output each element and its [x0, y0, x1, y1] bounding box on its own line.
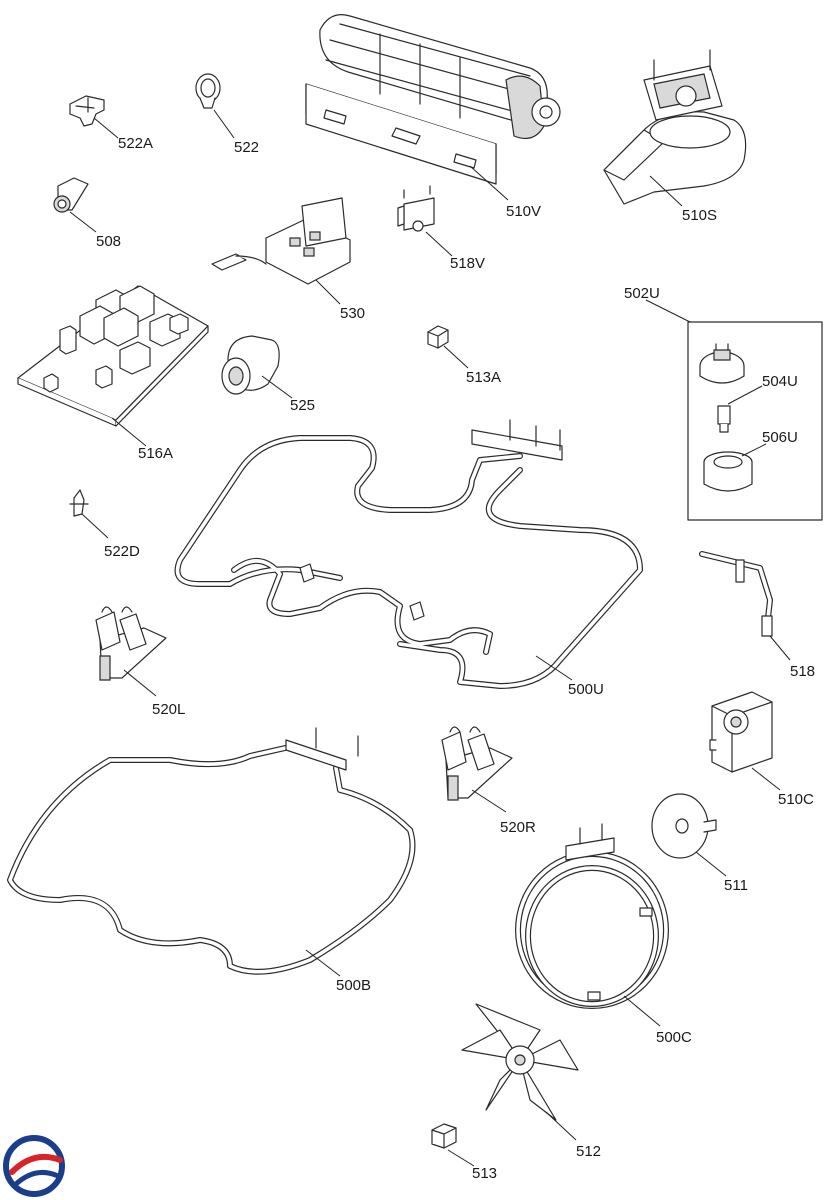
callout-513: 513	[472, 1165, 497, 1182]
part-516A	[17, 285, 209, 427]
callout-500B: 500B	[336, 977, 371, 994]
callout-510V: 510V	[506, 203, 541, 220]
callout-510S: 510S	[682, 207, 717, 224]
part-502U-group	[687, 321, 823, 521]
part-530	[211, 197, 351, 285]
part-522A	[69, 95, 105, 127]
callout-508: 508	[96, 233, 121, 250]
callout-512: 512	[576, 1143, 601, 1160]
callout-513A: 513A	[466, 369, 501, 386]
callout-530: 530	[340, 305, 365, 322]
callout-504U: 504U	[762, 373, 798, 390]
part-511	[651, 793, 717, 859]
callout-522A: 522A	[118, 135, 153, 152]
part-518	[699, 551, 773, 637]
part-520L	[95, 606, 167, 681]
part-500U	[174, 419, 643, 689]
part-522D	[69, 489, 89, 517]
callout-506U: 506U	[762, 429, 798, 446]
part-510V	[305, 14, 561, 185]
part-510C	[709, 691, 773, 773]
callout-520R: 520R	[500, 819, 536, 836]
callout-518: 518	[790, 663, 815, 680]
part-525	[221, 335, 280, 395]
part-518V	[397, 185, 435, 232]
part-512	[461, 1003, 579, 1121]
part-510S	[603, 49, 747, 205]
callout-516A: 516A	[138, 445, 173, 462]
part-500B	[7, 727, 416, 975]
part-513	[431, 1123, 457, 1149]
part-513A	[427, 325, 449, 349]
callout-520L: 520L	[152, 701, 185, 718]
brand-logo-icon	[3, 1135, 65, 1197]
callout-522: 522	[234, 139, 259, 156]
callout-502U: 502U	[624, 285, 660, 302]
callout-525: 525	[290, 397, 315, 414]
callout-522D: 522D	[104, 543, 140, 560]
callout-511: 511	[724, 877, 748, 894]
part-522	[195, 73, 221, 109]
part-520R	[441, 726, 513, 801]
callout-500U: 500U	[568, 681, 604, 698]
part-500C	[515, 823, 669, 1009]
part-508	[53, 177, 89, 213]
callout-500C: 500C	[656, 1029, 692, 1046]
callout-510C: 510C	[778, 791, 814, 808]
callout-518V: 518V	[450, 255, 485, 272]
